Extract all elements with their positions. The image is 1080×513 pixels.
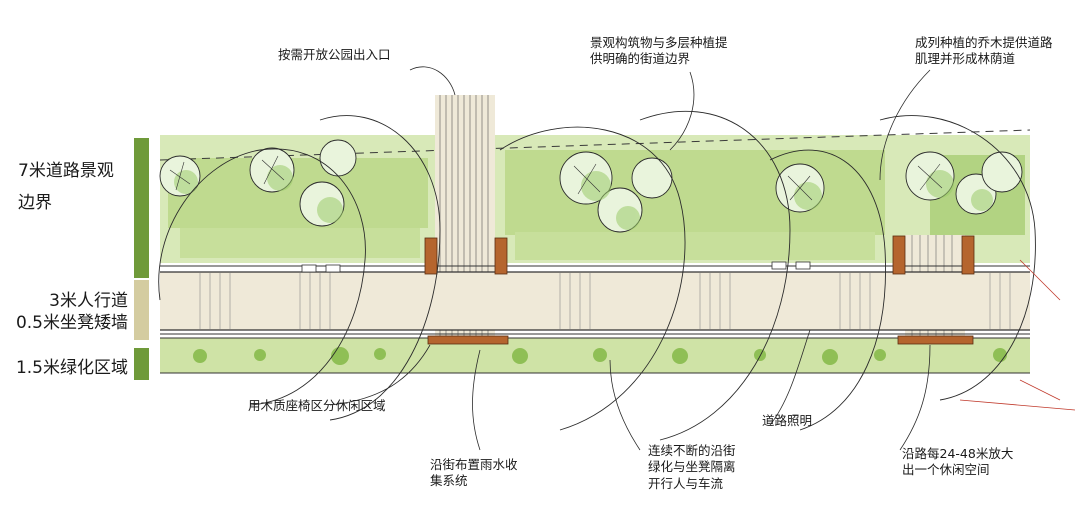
sidewalk-paving	[160, 271, 1030, 331]
annotation-park-entry: 按需开放公园出入口	[278, 47, 391, 62]
legend-bar-sidewalk	[134, 280, 149, 340]
street-light-fixtures	[301, 261, 811, 273]
lower-green-strip	[160, 337, 1030, 374]
legend-bar-green	[134, 348, 149, 380]
annotation-rest-space: 沿路每24-48米放大 出一个休闲空间	[902, 446, 1014, 478]
annotation-continuous-green: 连续不断的沿街 绿化与坐凳隔离 开行人与车流	[648, 443, 736, 491]
annotation-rainwater: 沿街布置雨水收 集系统	[430, 457, 518, 489]
boundary-dashed-line	[159, 129, 1031, 161]
red-guidelines	[959, 259, 1076, 411]
street-trees	[159, 139, 1023, 233]
annotation-wood-seating: 用木质座椅区分休闲区域	[248, 398, 386, 413]
annotation-structures: 景观构筑物与多层种植提 供明确的街道边界	[590, 35, 728, 67]
wood-seating-areas	[424, 235, 975, 345]
canopy-outlines	[158, 110, 1036, 441]
annotation-leader-lines	[329, 66, 931, 451]
legend-label-boundary: 7米道路景观 边界	[18, 161, 114, 214]
legend-bar-boundary	[134, 138, 149, 278]
legend-label-green: 1.5米绿化区域	[15, 358, 128, 378]
annotation-tree-rows: 成列种植的乔木提供道路 肌理并形成林荫道	[915, 35, 1053, 67]
annotation-street-lighting: 道路照明	[762, 413, 813, 428]
legend-label-sidewalk: 3米人行道 0.5米坐凳矮墙	[15, 291, 128, 334]
